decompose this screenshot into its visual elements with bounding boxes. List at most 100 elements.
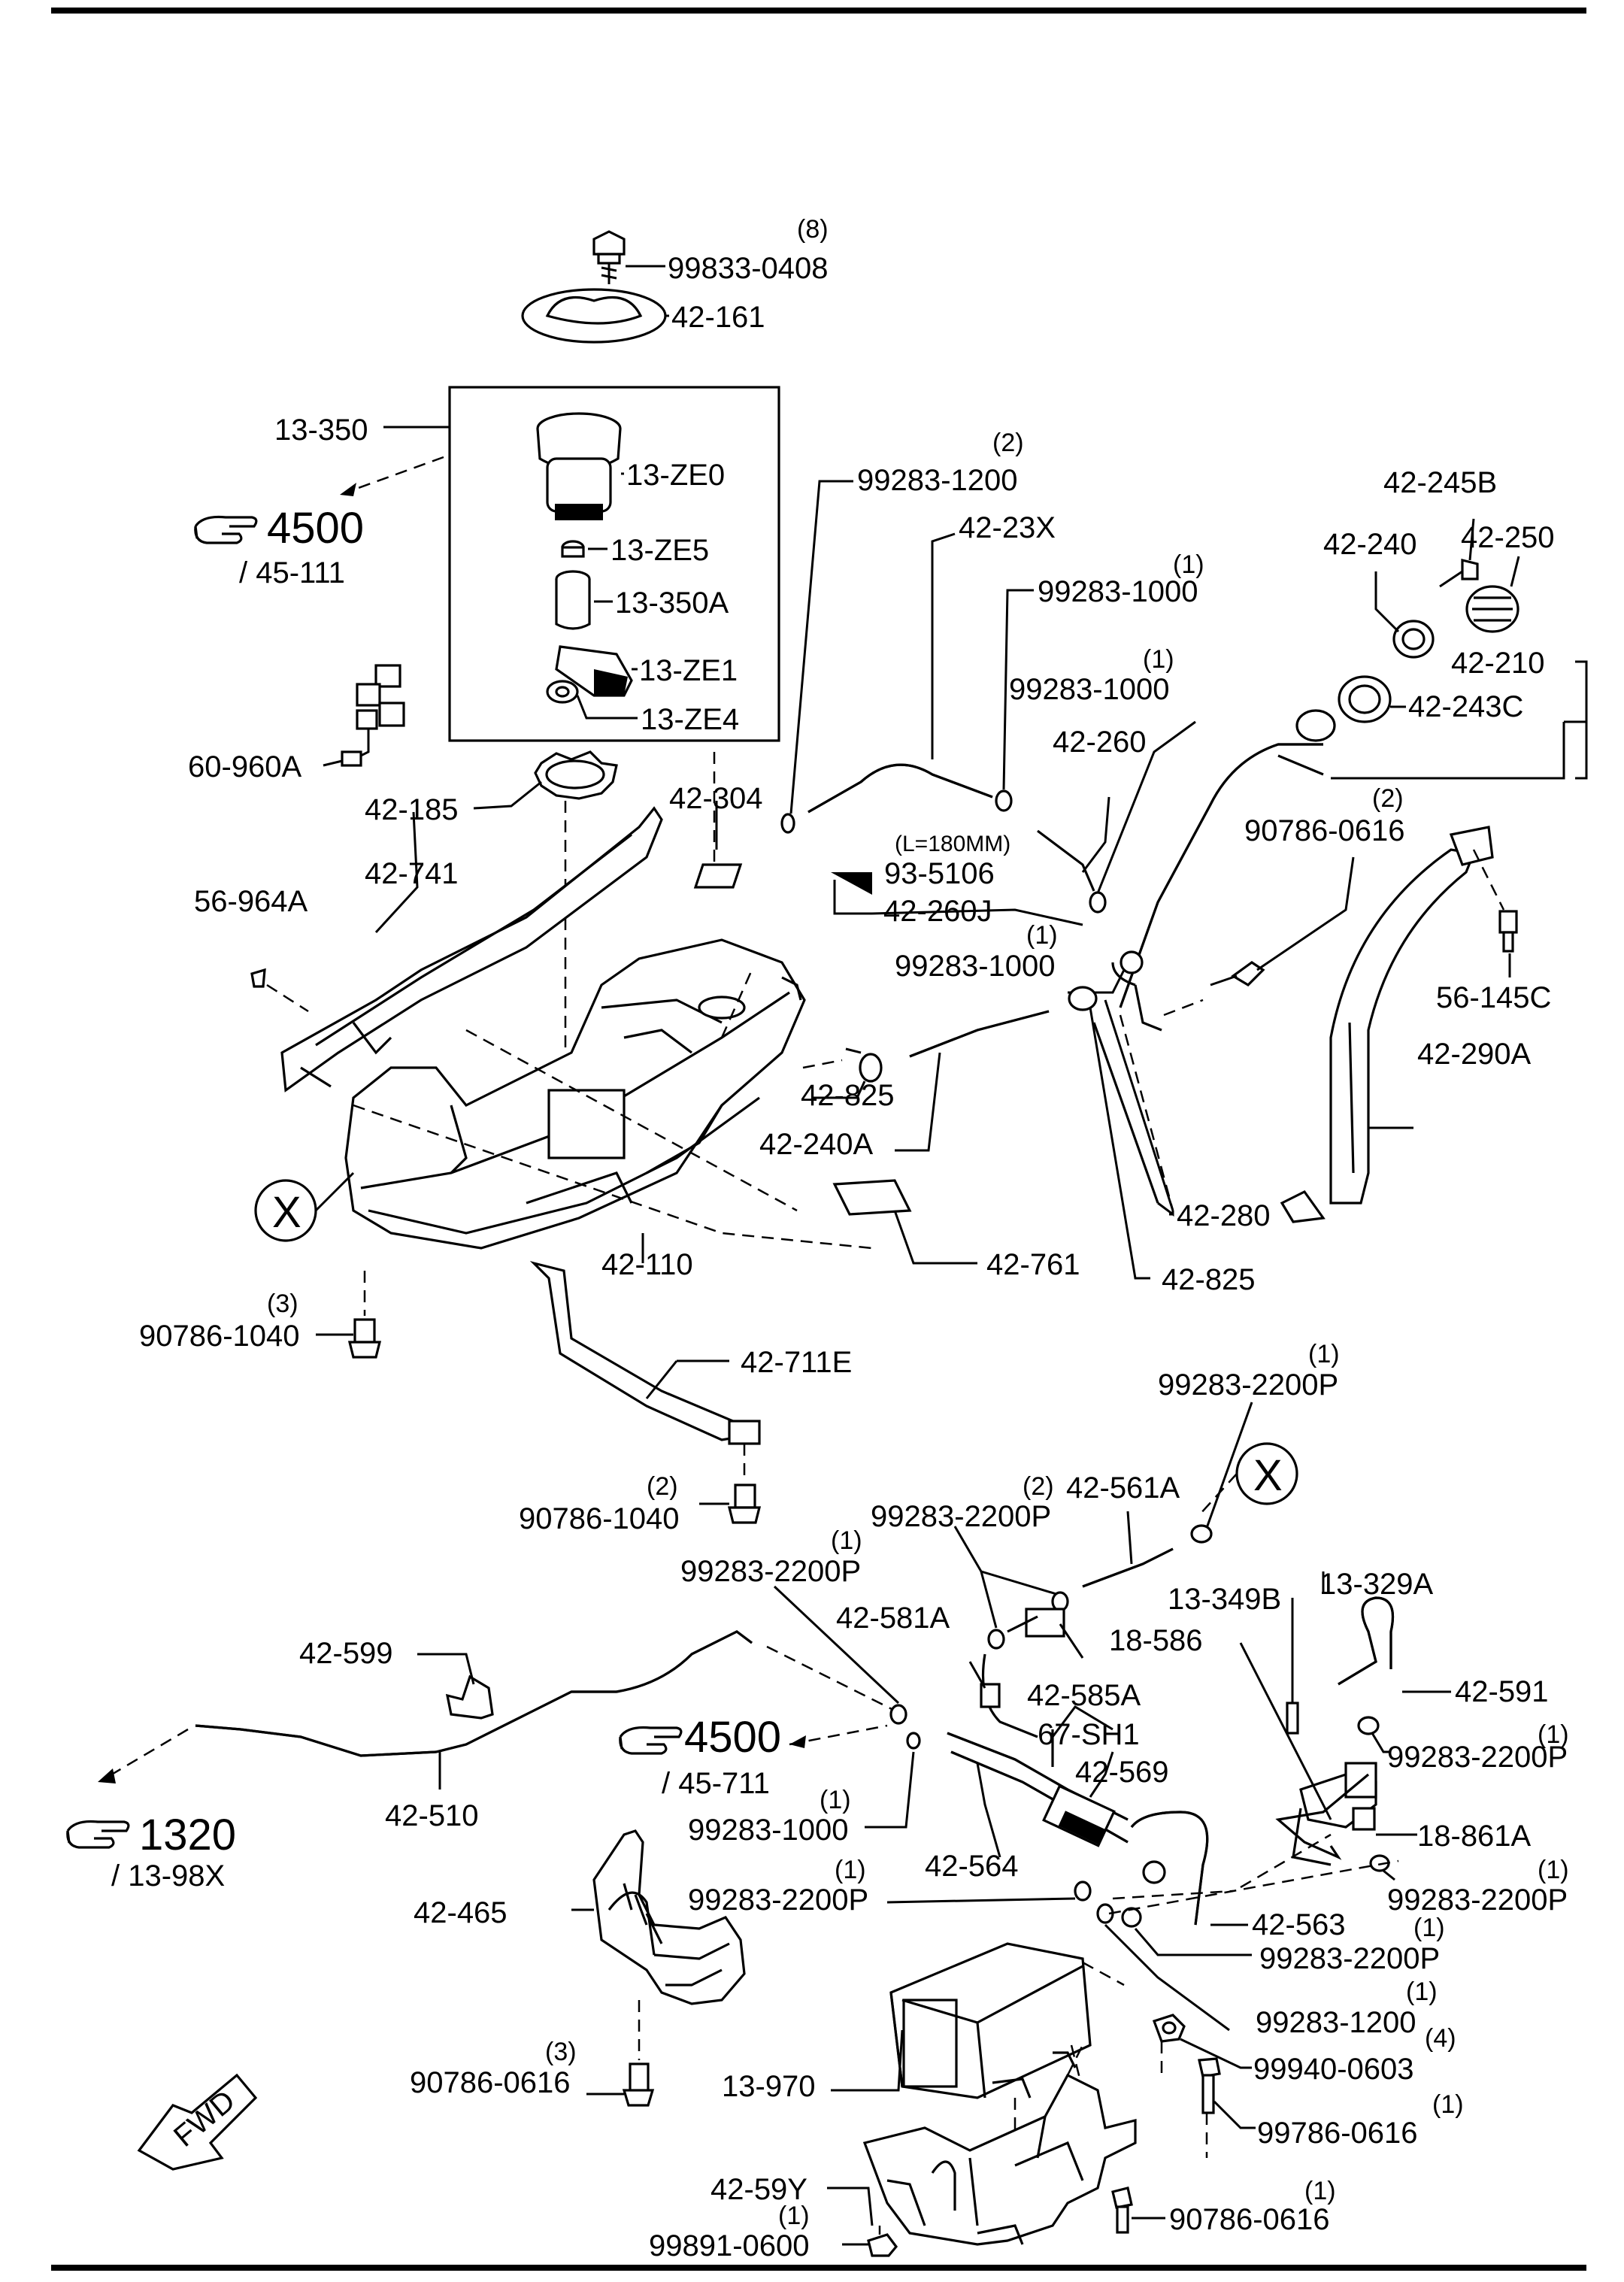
- pad-42-304: [693, 863, 743, 889]
- part-label: 99786-0616: [1257, 2117, 1418, 2150]
- cap-42-250: [1465, 556, 1520, 633]
- part-label: 56-964A: [194, 885, 308, 918]
- part-label: 42-591: [1455, 1675, 1549, 1708]
- part-label: 99283-1000: [895, 950, 1056, 983]
- hose-42-23X: [807, 532, 993, 814]
- part-label: 13-329A: [1320, 1568, 1434, 1601]
- hose-42-260: [1037, 796, 1110, 892]
- reference-flag-93-5106: [831, 872, 872, 895]
- plate-42-161: [521, 288, 669, 344]
- part-label: 90786-1040: [519, 1502, 680, 1535]
- hose-42-240A: [895, 1010, 1050, 1152]
- part-label: 42-599: [299, 1637, 393, 1670]
- strap-42-711E: [529, 1261, 761, 1481]
- part-label: 42-761: [986, 1248, 1080, 1281]
- bolt-90786-1040-a: [316, 1271, 382, 1359]
- part-label: 42-240: [1323, 528, 1417, 561]
- part-label: 42-210: [1451, 647, 1545, 680]
- qty-label: (4): [1425, 2024, 1456, 2053]
- clip-56-145C: [1472, 849, 1518, 977]
- part-label: 90786-1040: [139, 1320, 300, 1353]
- part-label: 42-290A: [1417, 1038, 1532, 1071]
- qty-label: (1): [1538, 1856, 1569, 1884]
- part-label: 99940-0603: [1253, 2053, 1414, 2086]
- tube-42-581A: [968, 1653, 1038, 1738]
- part-label: 42-581A: [836, 1602, 950, 1635]
- part-label: 42-110: [601, 1248, 693, 1281]
- part-labels: (8) 99833-0408 42-161 13-350 13-ZE0 13-Z…: [139, 215, 1569, 2262]
- fwd-arrow-icon: [137, 2073, 258, 2171]
- qty-label: (1): [820, 1786, 851, 1814]
- part-label: 13-350A: [615, 586, 729, 620]
- part-label: 42-825: [801, 1079, 895, 1112]
- part-label: 99283-2200P: [1387, 1741, 1568, 1774]
- sender-13-ZE1: [555, 645, 638, 697]
- part-label: 99283-2200P: [680, 1555, 861, 1588]
- seal-42-243C: [1338, 675, 1406, 723]
- clamp-99283-2200P-f: [1369, 1854, 1395, 1881]
- part-label: 90786-0616: [410, 2066, 571, 2099]
- connector-42-569: [1042, 1751, 1116, 1847]
- liner-42-290A: [1280, 826, 1494, 1223]
- bolt-90786-0616-a: [1163, 856, 1355, 1017]
- qty-label: (1): [831, 1526, 862, 1555]
- top-border: [51, 8, 1586, 14]
- washer-99891-0600: [842, 2226, 898, 2257]
- bolt-90786-0616-b: [586, 2062, 655, 2107]
- marker-x-a-label: X: [272, 1188, 301, 1237]
- filter-13-350A: [555, 570, 613, 630]
- gasket-13-ZE4: [546, 680, 638, 720]
- part-label: 99891-0600: [649, 2229, 810, 2262]
- part-13-349B: [1286, 1598, 1299, 1735]
- clamp-42-825-a: [812, 1047, 883, 1099]
- qty-label: (1): [1308, 1340, 1340, 1368]
- part-label: 99833-0408: [668, 252, 829, 285]
- marker-x-b-label: X: [1253, 1451, 1283, 1500]
- part-label: 42-161: [671, 301, 765, 334]
- filler-pipe-42-210: [1111, 709, 1336, 1032]
- qty-label: (1): [1538, 1720, 1569, 1749]
- part-label: 42-23X: [959, 511, 1056, 544]
- reference-sub: / 45-111: [239, 556, 345, 589]
- part-label: 42-825: [1162, 1263, 1256, 1296]
- part-label: 90786-0616: [1244, 814, 1405, 847]
- lock-ring-42-185: [473, 750, 618, 810]
- clamp-99283-2200P-g: [1096, 1903, 1252, 1956]
- part-label: 42-569: [1075, 1756, 1169, 1789]
- reference-codes: 4500 / 45-111 4500 / 45-711 1320 / 13-98…: [111, 504, 781, 1893]
- screw-42-245B: [1439, 518, 1479, 588]
- clamp-99283-1200-b: [1104, 1923, 1230, 2032]
- qty-label: (1): [835, 1856, 866, 1884]
- qty-label: (1): [1406, 1977, 1438, 2006]
- canister-13-970: [831, 1942, 1092, 2099]
- clamp-42-825-b: [1068, 986, 1150, 1280]
- part-label: 13-ZE0: [626, 459, 725, 492]
- part-label: 42-304: [669, 782, 763, 815]
- part-label: 42-465: [414, 1896, 508, 1929]
- qty-label: (2): [992, 429, 1024, 457]
- qty-label: (2): [647, 1472, 678, 1501]
- heat-shield-42-465: [571, 1829, 746, 2060]
- part-label: 99283-2200P: [1259, 1942, 1440, 1975]
- part-label: 42-245B: [1383, 466, 1497, 499]
- part-label: 42-59Y: [710, 2173, 807, 2206]
- clamp-99283-1000-d: [865, 1732, 921, 1829]
- sensor-18-861A: [1275, 1762, 1417, 1860]
- qty-label: (8): [797, 215, 829, 244]
- fuel-tank-42-110: [344, 938, 806, 1263]
- part-label: 90786-0616: [1169, 2203, 1330, 2236]
- part-label: 42-585A: [1027, 1679, 1141, 1712]
- heat-shield-42-741: [280, 806, 663, 1093]
- part-label: 13-ZE4: [641, 703, 739, 736]
- qty-label: (1): [1173, 550, 1204, 579]
- part-label: 56-145C: [1436, 981, 1551, 1014]
- clamp-99283-2200P-e: [886, 1880, 1092, 1904]
- part-label: 42-260J: [883, 895, 992, 928]
- pointing-hand-icon: [619, 1726, 683, 1755]
- part-label: 42-563: [1252, 1908, 1346, 1941]
- qty-label: (1): [1026, 921, 1058, 950]
- clamp-99283-2200P-d: [1357, 1716, 1391, 1753]
- bracket-42-599: [417, 1653, 494, 1720]
- clamp-99283-1000-a: [995, 589, 1034, 812]
